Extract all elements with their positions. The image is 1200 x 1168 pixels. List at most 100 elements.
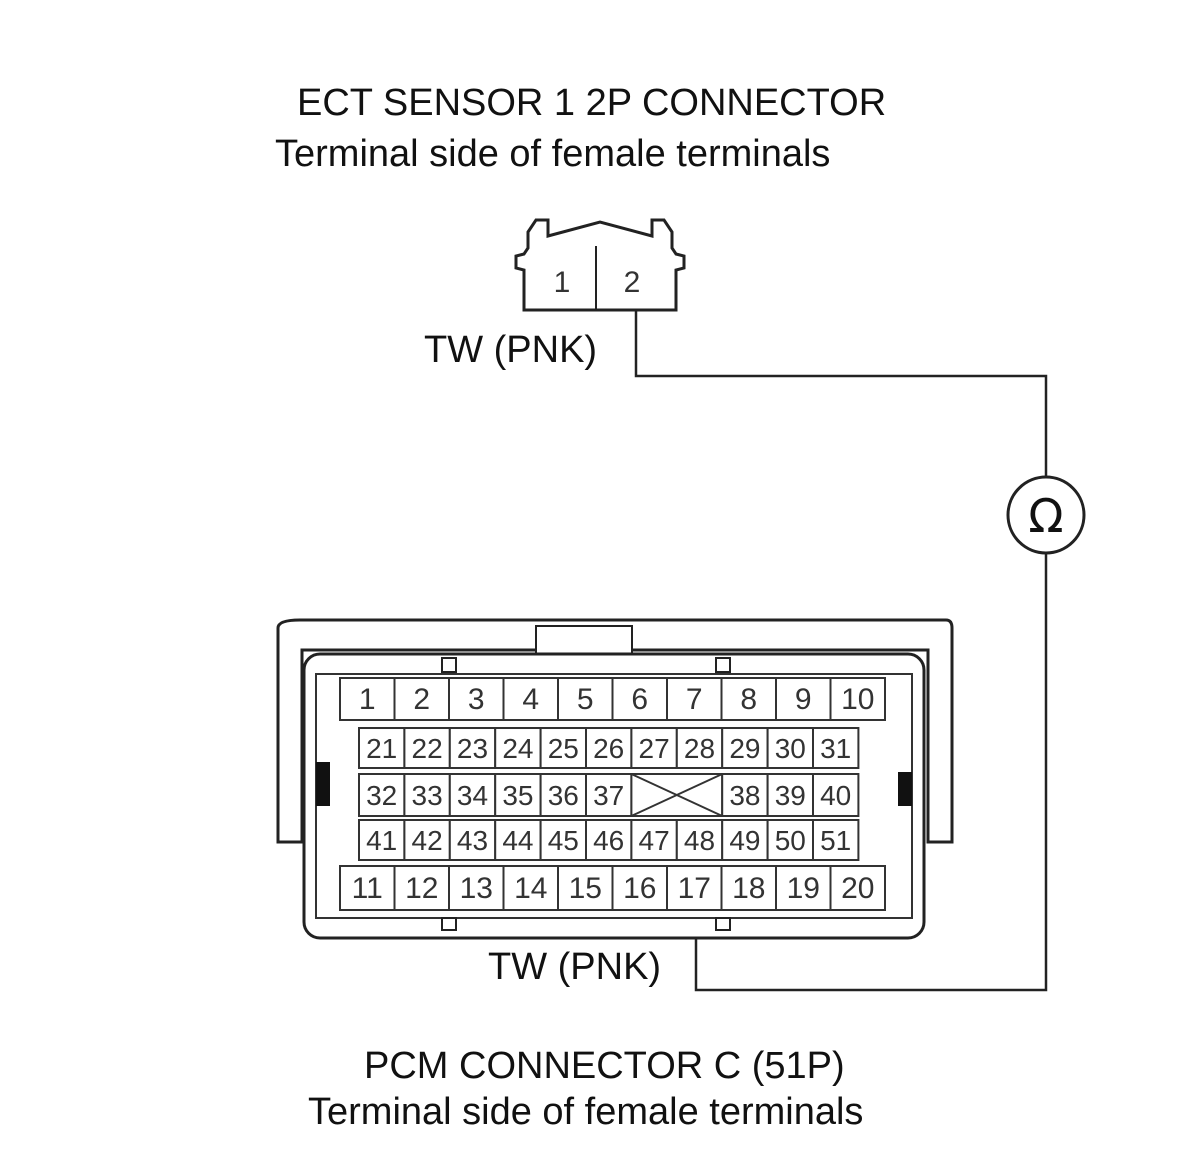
- pcm-terminal-23: 23: [457, 733, 488, 764]
- pcm-terminal-47: 47: [639, 825, 670, 856]
- ohmmeter-icon: Ω: [1006, 475, 1086, 555]
- pcm-terminal-cell: [494, 773, 542, 817]
- pcm-terminal-cell: [358, 727, 406, 769]
- pcm-terminal-cell: [448, 865, 505, 911]
- pcm-terminal-8: 8: [740, 683, 757, 716]
- pcm-terminal-cell: [403, 773, 451, 817]
- pcm-terminal-33: 33: [412, 780, 443, 811]
- pcm-terminal-2: 2: [413, 683, 430, 716]
- pcm-terminal-cell: [630, 727, 678, 769]
- pcm-terminal-cell: [393, 865, 450, 911]
- pcm-terminal-25: 25: [548, 733, 579, 764]
- pcm-terminal-cell: [812, 727, 860, 769]
- ect-wire-label: TW (PNK): [424, 329, 597, 371]
- pcm-terminal-26: 26: [593, 733, 624, 764]
- pcm-terminal-12: 12: [405, 872, 438, 905]
- pcm-terminal-50: 50: [775, 825, 806, 856]
- pcm-terminal-cell: [557, 677, 614, 721]
- pcm-terminal-cell: [339, 677, 396, 721]
- pcm-terminal-cell: [720, 865, 777, 911]
- pcm-terminal-cell: [812, 773, 860, 817]
- pcm-terminal-cell: [829, 865, 886, 911]
- ect-connector-title: ECT SENSOR 1 2P CONNECTOR: [297, 82, 886, 124]
- pcm-terminal-46: 46: [593, 825, 624, 856]
- ect-pin-1: 1: [554, 266, 571, 299]
- pcm-terminal-21: 21: [366, 733, 397, 764]
- pcm-terminal-cell: [539, 773, 587, 817]
- pcm-terminal-45: 45: [548, 825, 579, 856]
- pcm-terminal-cell: [358, 773, 406, 817]
- pcm-terminal-24: 24: [502, 733, 533, 764]
- pcm-connector-title: PCM CONNECTOR C (51P): [364, 1045, 845, 1087]
- pcm-terminal-cell: [358, 819, 406, 861]
- pcm-terminal-40: 40: [820, 780, 851, 811]
- pcm-terminal-cell: [675, 727, 724, 769]
- pcm-terminal-cell: [766, 819, 814, 861]
- pcm-terminal-38: 38: [729, 780, 760, 811]
- pcm-terminal-cell: [675, 819, 724, 861]
- ect-2p-connector: 1 2: [514, 218, 686, 312]
- pcm-terminal-41: 41: [366, 825, 397, 856]
- pcm-wire-label: TW (PNK): [488, 946, 661, 988]
- pcm-terminal-cell: [775, 865, 832, 911]
- pcm-terminal-4: 4: [522, 683, 539, 716]
- pcm-terminal-cell: [812, 819, 860, 861]
- pcm-terminal-22: 22: [412, 733, 443, 764]
- pcm-terminal-1: 1: [359, 683, 376, 716]
- pcm-terminal-cell: [494, 727, 542, 769]
- tw-wire-ect-to-meter: [634, 310, 1048, 478]
- pcm-terminal-cell: [630, 819, 678, 861]
- pcm-terminal-cell: [502, 865, 559, 911]
- pcm-terminal-15: 15: [569, 872, 602, 905]
- pcm-terminal-39: 39: [775, 780, 806, 811]
- pcm-terminal-31: 31: [820, 733, 851, 764]
- blank-slot-cross: [630, 773, 723, 817]
- pcm-terminal-cell: [557, 865, 614, 911]
- pcm-terminal-30: 30: [775, 733, 806, 764]
- pcm-terminal-14: 14: [514, 872, 547, 905]
- pcm-terminal-cell: [448, 773, 497, 817]
- pcm-terminal-9: 9: [795, 683, 812, 716]
- pcm-terminal-cell: [666, 677, 723, 721]
- pcm-terminal-51: 51: [820, 825, 851, 856]
- pcm-terminal-cell: [585, 727, 633, 769]
- pcm-terminal-10: 10: [841, 683, 874, 716]
- ect-pin-2: 2: [624, 266, 641, 299]
- pcm-terminal-20: 20: [841, 872, 874, 905]
- pcm-terminal-48: 48: [684, 825, 715, 856]
- pcm-terminal-cell: [448, 727, 497, 769]
- pcm-terminal-43: 43: [457, 825, 488, 856]
- pcm-terminal-18: 18: [732, 872, 765, 905]
- pcm-terminal-49: 49: [729, 825, 760, 856]
- pcm-terminal-16: 16: [623, 872, 656, 905]
- pcm-terminal-13: 13: [460, 872, 493, 905]
- pcm-terminal-3: 3: [468, 683, 485, 716]
- pcm-terminal-cell: [611, 677, 668, 721]
- pcm-terminal-cell: [611, 865, 668, 911]
- pcm-terminal-cell: [539, 727, 587, 769]
- pcm-terminal-cell: [720, 677, 777, 721]
- pcm-terminal-36: 36: [548, 780, 579, 811]
- pcm-terminal-29: 29: [729, 733, 760, 764]
- pcm-terminal-cell: [829, 677, 886, 721]
- pcm-terminal-6: 6: [631, 683, 648, 716]
- pcm-terminal-34: 34: [457, 780, 488, 811]
- pcm-terminal-17: 17: [678, 872, 711, 905]
- pcm-terminal-44: 44: [502, 825, 533, 856]
- pcm-terminal-28: 28: [684, 733, 715, 764]
- pcm-terminal-37: 37: [593, 780, 624, 811]
- ect-connector-subtitle: Terminal side of female terminals: [275, 133, 830, 175]
- pcm-terminal-7: 7: [686, 683, 703, 716]
- pcm-terminal-cell: [721, 819, 769, 861]
- pcm-terminal-cell: [403, 727, 451, 769]
- pcm-terminal-35: 35: [502, 780, 533, 811]
- pcm-terminal-11: 11: [352, 872, 383, 905]
- pcm-terminal-cell: [339, 865, 396, 911]
- pcm-terminal-5: 5: [577, 683, 594, 716]
- pcm-connector-subtitle: Terminal side of female terminals: [308, 1091, 863, 1133]
- pcm-terminal-27: 27: [639, 733, 670, 764]
- pcm-terminal-42: 42: [412, 825, 443, 856]
